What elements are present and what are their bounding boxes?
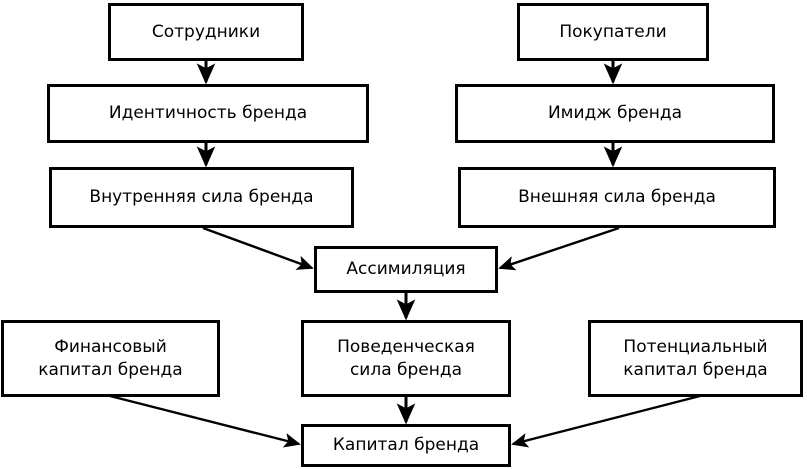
node-external-brand-strength-label: Внешняя сила бренда <box>518 187 716 208</box>
node-brand-capital[interactable]: Капитал бренда <box>301 424 511 467</box>
node-internal-brand-strength-label: Внутренняя сила бренда <box>89 187 314 208</box>
node-brand-capital-label: Капитал бренда <box>332 435 480 456</box>
node-financial-brand-capital[interactable]: Финансовый капитал бренда <box>1 320 220 397</box>
node-brand-identity[interactable]: Идентичность бренда <box>47 84 369 143</box>
node-potential-brand-capital[interactable]: Потенциальный капитал бренда <box>588 320 803 397</box>
edge-external-assimilation <box>498 226 620 271</box>
node-financial-brand-capital-label: Финансовый капитал бренда <box>38 336 183 380</box>
edge-potential-capital <box>511 394 701 448</box>
node-buyers-label: Покупатели <box>559 21 667 42</box>
node-employees[interactable]: Сотрудники <box>108 3 304 61</box>
node-internal-brand-strength[interactable]: Внутренняя сила бренда <box>49 167 354 228</box>
node-brand-identity-label: Идентичность бренда <box>108 103 308 124</box>
node-potential-brand-capital-label: Потенциальный капитал бренда <box>623 336 768 380</box>
edge-financial-capital <box>109 394 301 448</box>
node-assimilation-label: Ассимиляция <box>346 259 466 280</box>
edge-layer <box>109 61 701 448</box>
edge-internal-assimilation <box>202 226 314 270</box>
node-behavioral-brand-strength-label: Поведенческая сила бренда <box>337 336 475 380</box>
node-brand-image[interactable]: Имидж бренда <box>455 84 775 143</box>
node-employees-label: Сотрудники <box>151 21 261 42</box>
node-behavioral-brand-strength[interactable]: Поведенческая сила бренда <box>301 320 511 397</box>
node-external-brand-strength[interactable]: Внешняя сила бренда <box>458 167 776 228</box>
node-brand-image-label: Имидж бренда <box>547 103 683 124</box>
node-buyers[interactable]: Покупатели <box>517 3 709 61</box>
node-assimilation[interactable]: Ассимиляция <box>314 246 498 293</box>
